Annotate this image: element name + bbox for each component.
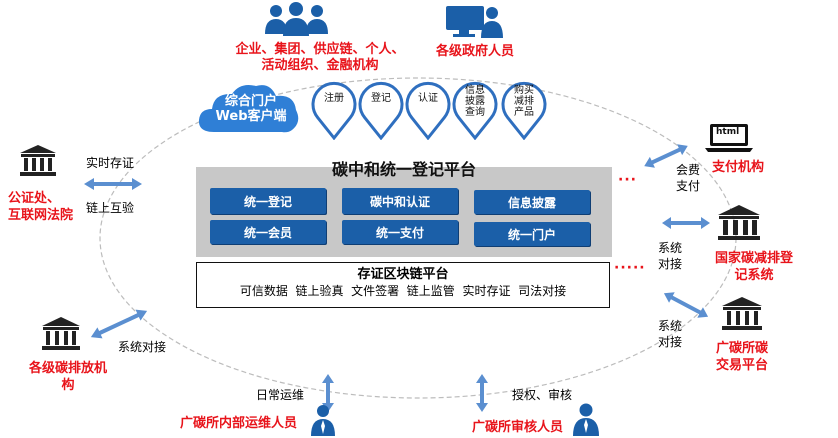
exchange-label: 广碳所碳 交易平台	[704, 340, 780, 374]
pin-register[interactable]: 注册	[310, 80, 358, 144]
bidirectional-arrow-icon	[90, 309, 148, 339]
pin-registration[interactable]: 登记	[357, 80, 405, 144]
emitters-label-line2: 构	[61, 378, 75, 393]
notary-label: 公证处、 互联网法院	[8, 190, 73, 224]
payment-label: 支付机构	[712, 160, 765, 175]
blockchain-title: 存证区块链平台	[357, 267, 449, 282]
portal-cloud-line1: 综合门户	[224, 94, 277, 109]
institution-building-icon	[722, 297, 762, 330]
blockchain-items: 可信数据 链上验真 文件签署 链上监管 实时存证 司法对接	[239, 284, 567, 298]
pin-certify[interactable]: 认证	[404, 80, 452, 144]
pin-registration-label: 登记	[371, 93, 391, 104]
registry-link-line1: 系统	[657, 241, 682, 255]
registry-label: 国家碳减排登 记系统	[698, 250, 810, 284]
institution-building-icon	[20, 145, 56, 176]
pin-register-label: 注册	[324, 93, 344, 104]
map-pin-icon	[501, 81, 547, 141]
bidirectional-arrow-icon	[84, 178, 142, 190]
notary-label-line1: 公证处、	[8, 191, 61, 206]
registry-link-label: 系统 对接	[652, 240, 688, 272]
emitters-link-label: 系统对接	[118, 340, 167, 354]
cloud-icon	[198, 85, 299, 133]
map-pin-icon	[405, 81, 451, 141]
registry-label-line1: 国家碳减排登	[714, 251, 793, 266]
module-info-disclosure[interactable]: 信息披露	[474, 190, 590, 214]
emitters-label: 各级碳排放机 构	[18, 360, 118, 394]
realtime-evidence-label: 实时存证	[86, 156, 135, 170]
pin-disclosure-query[interactable]: 信息 披露 查询	[451, 80, 499, 144]
bidirectional-arrow-icon	[662, 217, 710, 229]
fee-label-line2: 支付	[675, 179, 700, 193]
vertical-bidirectional-arrow-icon	[476, 374, 488, 412]
institution-building-icon	[42, 317, 80, 350]
staff-person-icon	[573, 403, 599, 436]
pin-certify-label: 认证	[418, 93, 438, 104]
enterprise-label-line2: 活动组织、金融机构	[261, 58, 379, 73]
pin-buy-reduction[interactable]: 购买 减排 产品	[500, 80, 548, 144]
notary-label-line2: 互联网法院	[8, 208, 74, 223]
audit-staff-label: 广碳所审核人员	[472, 420, 564, 435]
ops-staff-label: 广碳所内部运维人员	[180, 416, 298, 431]
staff-person-icon	[311, 405, 335, 436]
audit-link-label: 授权、审核	[512, 388, 573, 402]
blockchain-box: 存证区块链平台 可信数据 链上验真 文件签署 链上监管 实时存证 司法对接	[196, 262, 610, 308]
module-unified-registration[interactable]: 统一登记	[210, 188, 326, 214]
exchange-label-line1: 广碳所碳	[715, 341, 768, 356]
dotted-connector-top: ···	[618, 172, 637, 188]
module-carbon-neutral-cert[interactable]: 碳中和认证	[342, 188, 458, 214]
vertical-bidirectional-arrow-icon	[322, 374, 334, 412]
module-unified-portal[interactable]: 统一门户	[474, 222, 590, 246]
portal-cloud-line2: Web客户端	[215, 109, 287, 124]
enterprise-label-line1: 企业、集团、供应链、个人、	[235, 42, 405, 57]
module-unified-member[interactable]: 统一会员	[210, 220, 326, 244]
pin-buy-reduction-label: 购买 减排 产品	[514, 85, 534, 118]
fee-payment-label: 会费 支付	[670, 162, 706, 194]
laptop-html-icon	[705, 124, 753, 152]
html-icon-text: html	[716, 127, 740, 137]
dotted-connector-bottom: ·····	[614, 260, 646, 276]
exchange-link-line2: 对接	[657, 335, 682, 349]
bidirectional-arrow-icon	[644, 144, 688, 168]
government-label: 各级政府人员	[436, 44, 515, 59]
fee-label-line1: 会费	[675, 163, 700, 177]
portal-cloud-label: 综合门户 Web客户端	[206, 94, 296, 124]
emitters-label-line1: 各级碳排放机	[28, 361, 107, 376]
exchange-label-line2: 交易平台	[715, 358, 768, 373]
map-pin-icon	[452, 81, 498, 141]
platform-title: 碳中和统一登记平台	[331, 160, 476, 179]
pin-disclosure-query-label: 信息 披露 查询	[465, 85, 485, 118]
registry-label-line2: 记系统	[734, 268, 774, 283]
module-unified-payment[interactable]: 统一支付	[342, 220, 458, 244]
ops-link-label: 日常运维	[256, 388, 305, 402]
computer-user-icon	[446, 6, 503, 38]
exchange-link-label: 系统 对接	[652, 318, 688, 350]
institution-building-icon	[718, 205, 760, 240]
onchain-verify-label: 链上互验	[86, 201, 135, 215]
enterprise-label: 企业、集团、供应链、个人、 活动组织、金融机构	[220, 42, 420, 74]
bidirectional-arrow-icon	[663, 292, 709, 318]
registry-link-line2: 对接	[657, 257, 682, 271]
map-pin-icon	[358, 81, 404, 141]
map-pin-icon	[311, 81, 357, 141]
exchange-link-line1: 系统	[657, 319, 682, 333]
people-group-icon	[265, 2, 328, 36]
